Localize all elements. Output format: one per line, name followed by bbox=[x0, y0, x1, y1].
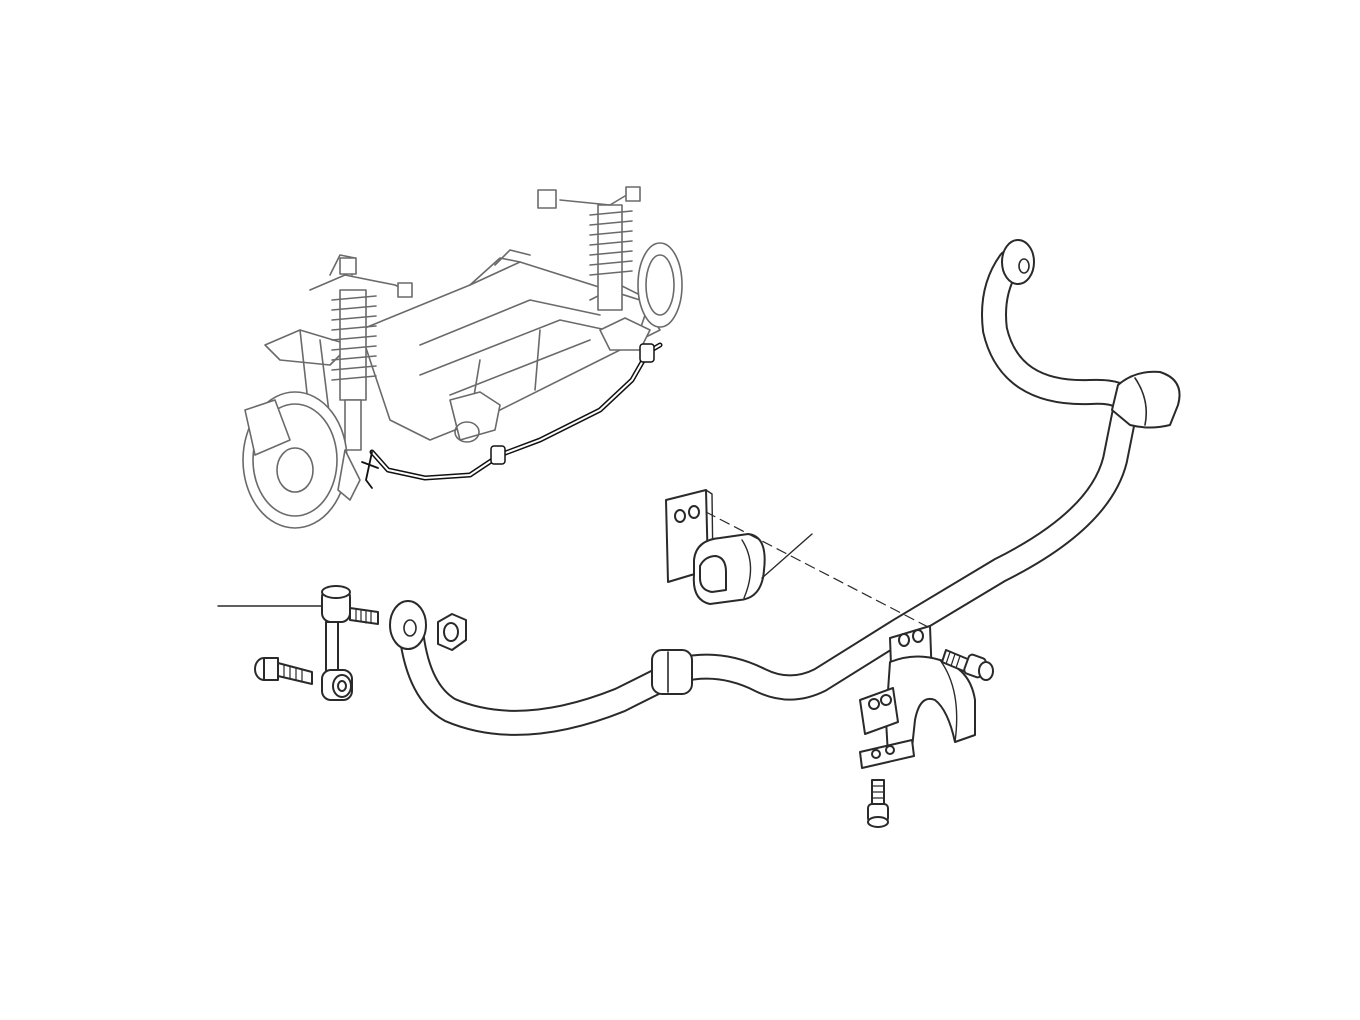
bushing-bracket bbox=[859, 625, 976, 769]
stabilizer-bar bbox=[389, 239, 1181, 736]
callout-line-bushing bbox=[761, 533, 813, 579]
bar-bushing bbox=[692, 533, 766, 605]
front-suspension-subframe bbox=[242, 186, 683, 529]
link-nut bbox=[437, 613, 467, 651]
stabilizer-bar-highlight bbox=[361, 342, 663, 489]
bracket-bolt-side bbox=[941, 649, 994, 681]
bracket-bolt-bottom bbox=[867, 779, 889, 828]
link-bolt bbox=[254, 657, 313, 685]
callout-lines bbox=[217, 511, 931, 629]
assembly-dash-line bbox=[705, 511, 931, 629]
stabilizer-link bbox=[321, 585, 379, 701]
